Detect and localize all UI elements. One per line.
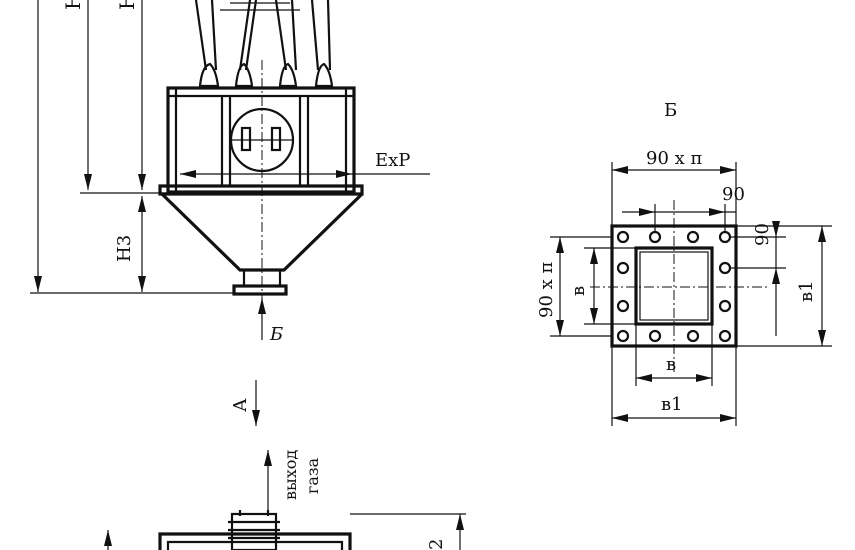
flange-left-dimensions — [550, 236, 636, 337]
view-a-arrow-label: А — [230, 398, 251, 412]
dim-label-h-left: Н — [61, 0, 85, 10]
flange-dim-v1-bottom: в1 — [661, 394, 683, 415]
flange-detail-view: Б — [536, 100, 832, 426]
dim-label-h3: Н3 — [114, 235, 135, 262]
dim-label-bottom-partial: 2 — [426, 539, 447, 550]
cyclone-pipes — [194, 0, 334, 88]
cyclone-top-view-partial: А выход газа 2 — [104, 380, 466, 550]
inspection-hatch — [229, 107, 295, 173]
flange-dim-90xn-left: 90 х п — [536, 262, 557, 319]
flange-dim-v-bottom: в — [666, 354, 676, 375]
gas-outlet-label-line1: выход — [281, 450, 300, 500]
flange-view-title: Б — [664, 100, 677, 121]
flange-bottom-dimensions — [611, 324, 737, 426]
cyclone-side-view: Н Н ExP Н3 Б — [30, 0, 430, 345]
cyclone-body — [158, 60, 364, 300]
flange-dim-90-right: 90 — [752, 223, 773, 246]
flange-dim-v-left: в — [568, 286, 589, 296]
flange-dim-90xn-top: 90 х п — [646, 148, 703, 169]
dimension-lines-left — [30, 0, 430, 340]
dim-label-exr: ExP — [375, 150, 410, 171]
view-b-arrow-label: Б — [269, 324, 283, 345]
gas-outlet-label-line2: газа — [303, 457, 322, 494]
dim-label-h-mid: Н — [115, 0, 139, 10]
flange-bolt-holes — [616, 230, 732, 343]
flange-right-dimensions — [730, 221, 832, 347]
cyclone-hopper — [160, 192, 364, 296]
flange-dim-v1-right: в1 — [796, 280, 817, 302]
flange-top-dimensions — [611, 162, 737, 232]
flange-dim-90-top: 90 — [722, 184, 745, 205]
